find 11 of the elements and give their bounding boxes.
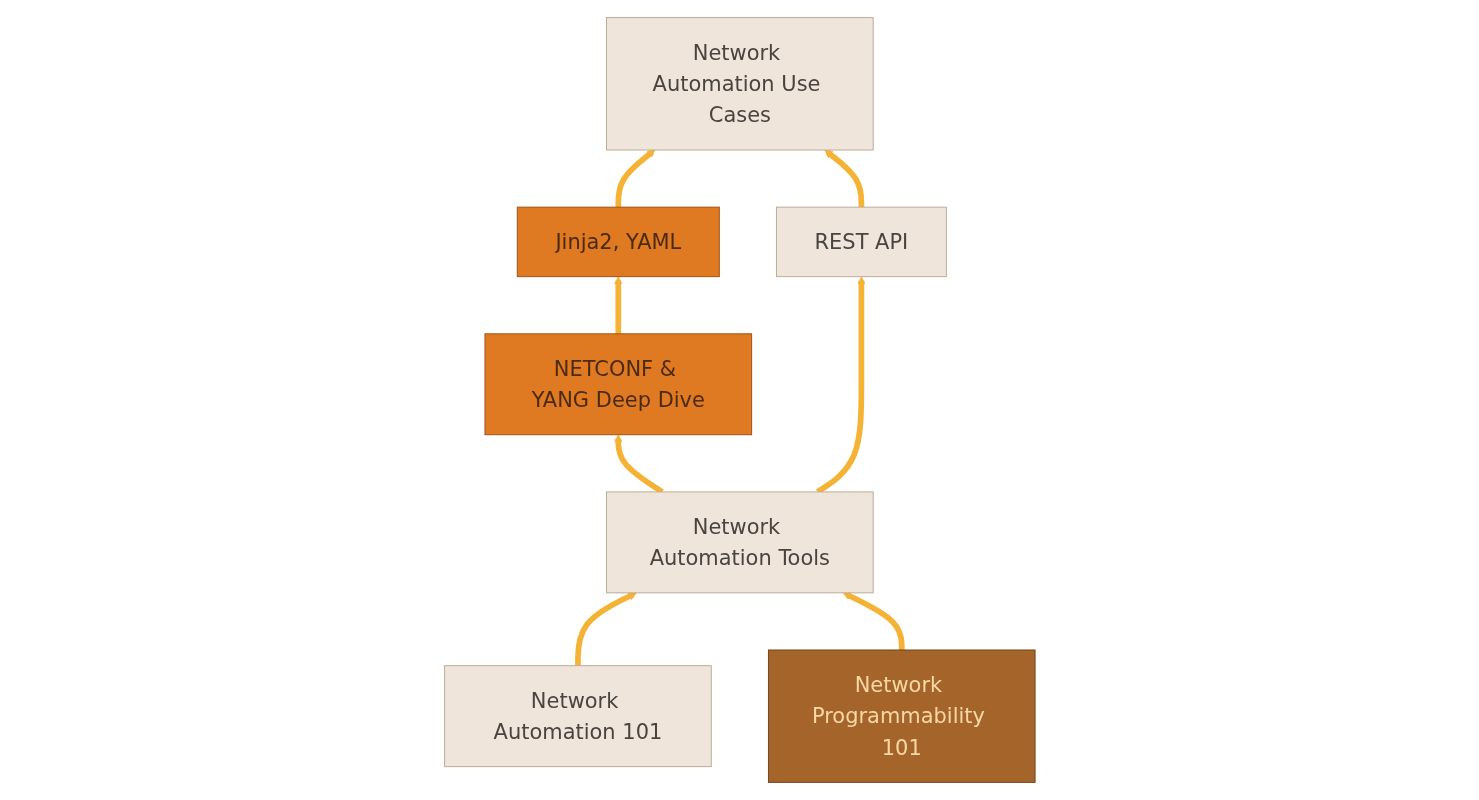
node-box: Network Automation Tools	[605, 491, 874, 594]
node-box: Network Programmability 101	[767, 649, 1036, 783]
node-box: REST API	[775, 206, 947, 278]
arrow	[574, 591, 637, 666]
node-box: Network Automation Use Cases	[605, 17, 874, 151]
arrow	[824, 149, 864, 208]
node-box: Network Automation 101	[443, 665, 712, 768]
arrow	[615, 149, 655, 208]
node-box: NETCONF & YANG Deep Dive	[484, 333, 752, 436]
arrow	[842, 591, 905, 650]
arrow	[613, 276, 623, 334]
